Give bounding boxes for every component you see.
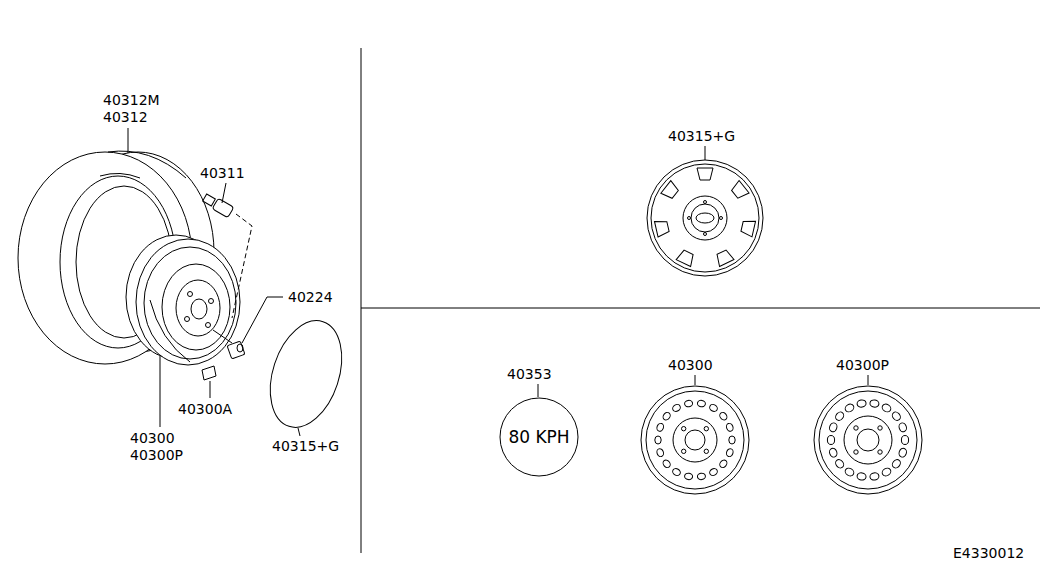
vent-hole [725,422,734,432]
divider-line [361,308,1040,309]
steel-wheel-drawing [814,375,922,494]
vent-hole [655,436,661,444]
vent-hole [898,447,908,458]
vent-hole [718,459,728,469]
vent-hole [708,403,718,413]
vent-hole [891,458,902,470]
vent-hole [844,467,855,478]
valve-drawing [203,194,252,318]
figure-code: E4330012 [953,545,1024,561]
callout-number: 40353 [507,366,552,382]
vent-hole [828,447,838,458]
vent-hole [857,399,867,408]
vent-hole [708,467,718,477]
leader-line [538,384,539,397]
leader-line [298,428,300,436]
callout-number: 40311 [200,165,245,181]
lug-hole [704,449,708,453]
wheel-drawing [126,235,240,365]
lug-hole [854,450,858,454]
wheel-holes [827,399,908,481]
leader-line [222,183,226,203]
vent-hole [656,448,665,458]
callout-number: 40300P [836,357,889,373]
divider-line [361,48,362,553]
lug-hole [878,426,882,430]
callout-number: 40300 [130,430,175,446]
vent-hole [834,410,845,422]
cap-drawing [258,311,355,436]
vent-hole [869,399,879,408]
callout-number: 40312 [103,109,148,125]
vent-hole [844,403,855,414]
lug-hole [681,426,685,430]
nut-drawing [213,330,245,359]
vent-hole [725,448,734,458]
vent-hole [834,458,845,470]
vent-hole [697,473,706,481]
vent-hole [656,422,665,432]
callout-number: 40312M [103,92,160,108]
vent-hole [828,422,838,433]
node-text: 80 KPH [508,427,569,447]
leader-line [242,297,283,343]
leader-line [128,128,129,153]
vent-hole [827,436,834,445]
speed-label-circle: 80 KPH [499,397,579,477]
circle-shape [500,398,578,476]
lug-hole [704,426,708,430]
vent-hole [857,472,867,481]
lug-hole [878,450,882,454]
vent-hole [671,403,681,413]
callout-number: 40300 [668,357,713,373]
vent-hole [729,436,735,444]
wheel-cover-drawing [647,146,763,276]
vent-hole [881,403,892,414]
lug-hole [681,449,685,453]
callout-number: 40315+G [668,128,735,144]
vent-hole [901,436,908,445]
steel-wheel-drawing [641,375,749,494]
vent-hole [684,473,693,481]
vent-hole [662,411,672,421]
wheel-holes [655,400,735,481]
vent-hole [718,411,728,421]
vent-hole [671,467,681,477]
vent-hole [684,400,693,408]
vent-hole [891,410,902,422]
weight-drawing [202,366,216,380]
vent-hole [697,400,706,408]
leader-line [160,356,161,427]
vent-hole [869,472,879,481]
leader-line [210,381,211,398]
callout-number: 40224 [288,289,333,305]
vent-hole [662,459,672,469]
callout-number: 40300A [178,401,232,417]
callout-number: 40300P [130,447,183,463]
vent-hole [898,422,908,433]
vent-hole [881,467,892,478]
callout-number: 40315+G [272,438,339,454]
lug-hole [854,426,858,430]
